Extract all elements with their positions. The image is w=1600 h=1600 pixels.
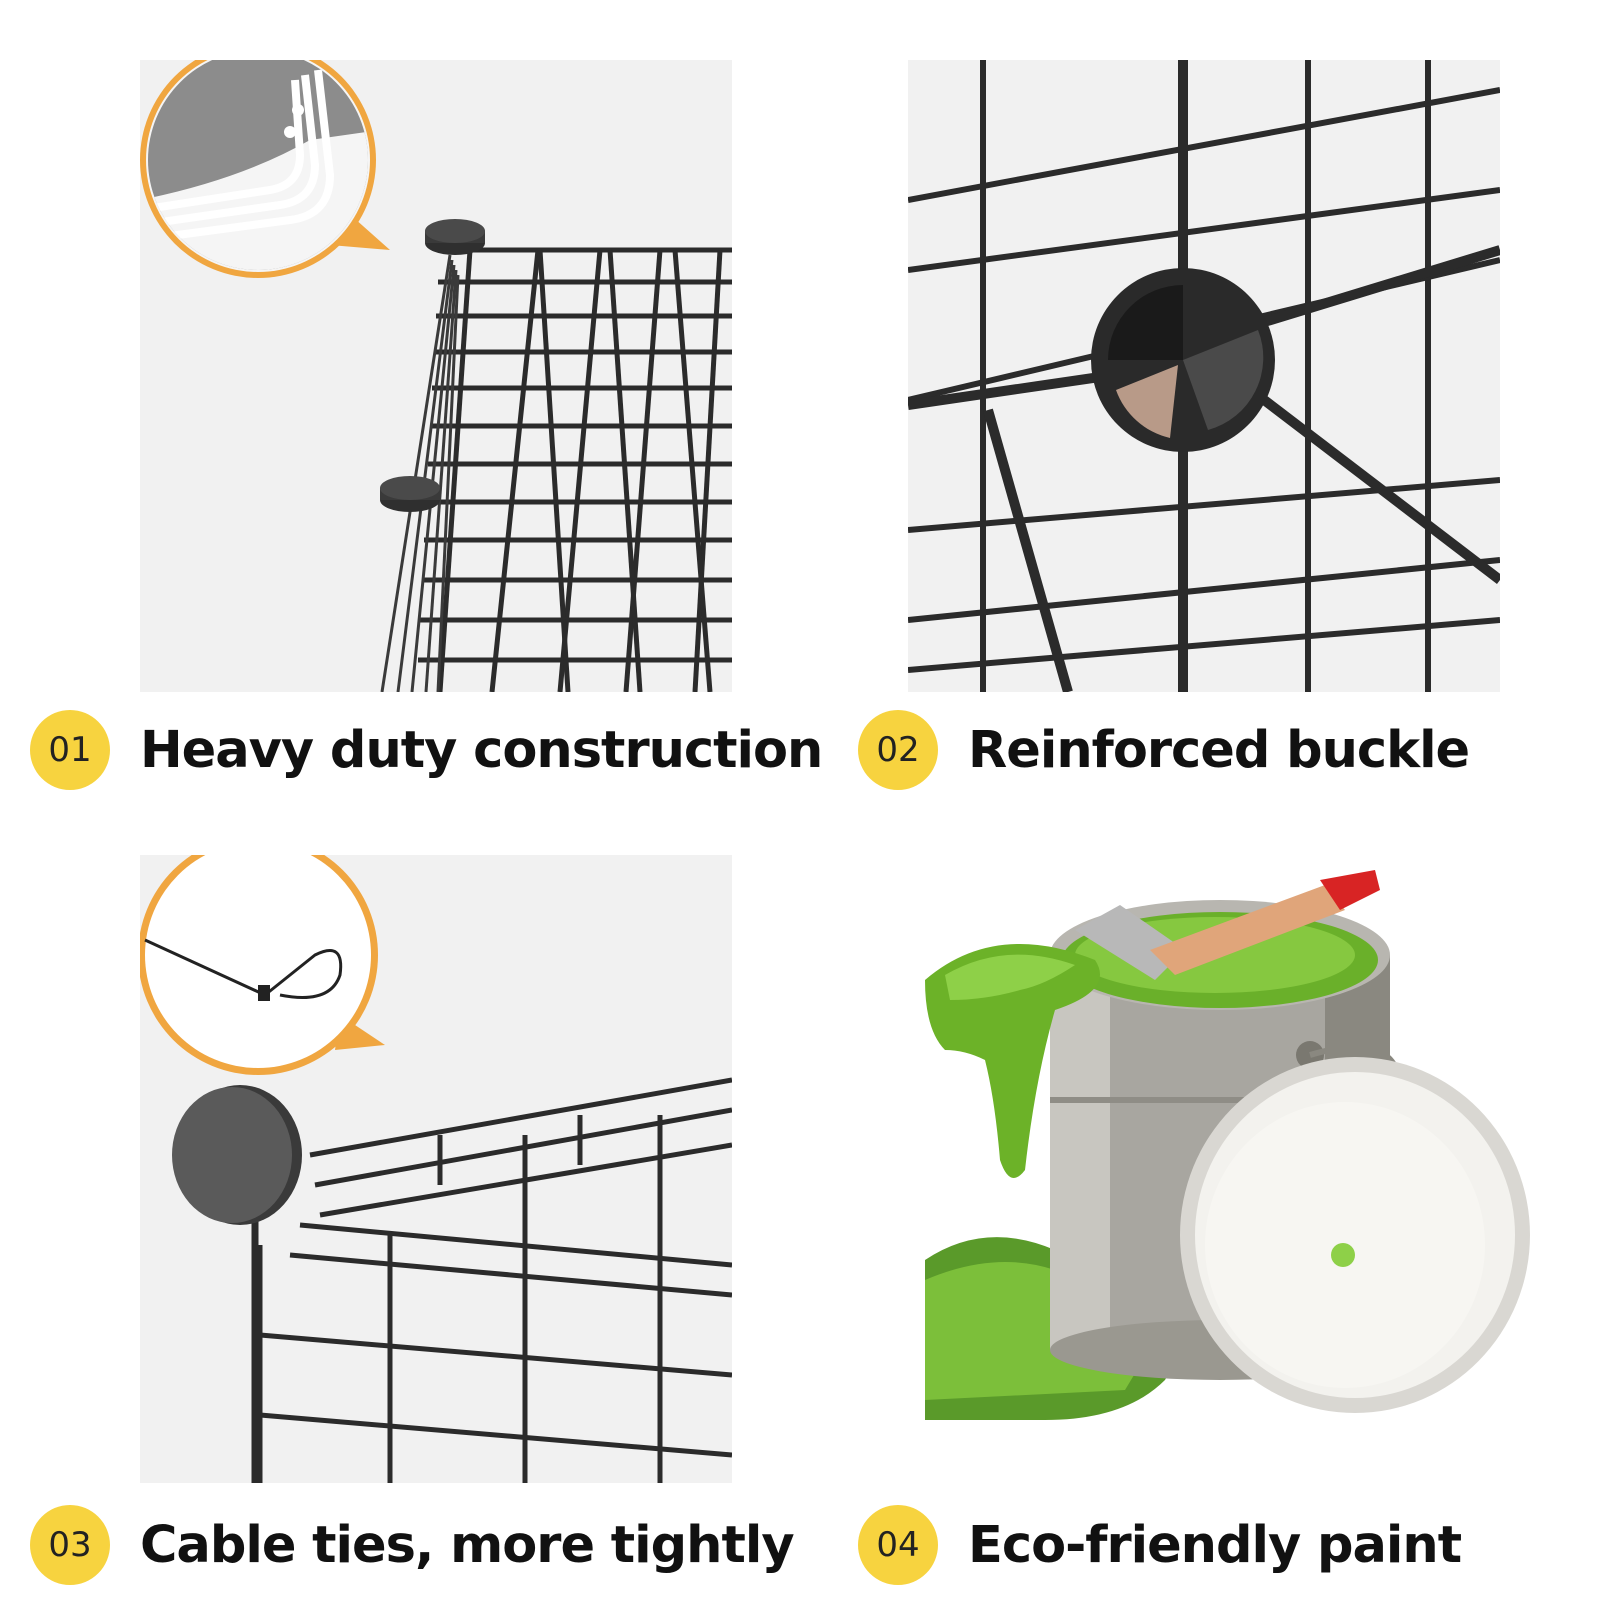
feature-number: 03 <box>48 1525 92 1565</box>
feature-image-cable-ties <box>140 855 732 1483</box>
feature-caption-4: 04 Eco-friendly paint <box>858 1500 1462 1590</box>
callout-bubble <box>140 60 390 278</box>
feature-image-heavy-duty <box>140 60 732 692</box>
feature-number-badge: 02 <box>858 710 938 790</box>
feature-number-badge: 04 <box>858 1505 938 1585</box>
feature-number: 01 <box>48 730 92 770</box>
feature-image-paint <box>925 860 1550 1480</box>
feature-label: Cable ties, more tightly <box>140 1515 795 1575</box>
feature-label: Eco-friendly paint <box>968 1515 1462 1575</box>
callout-bubble <box>140 855 385 1075</box>
feature-caption-3: 03 Cable ties, more tightly <box>30 1500 795 1590</box>
feature-number: 04 <box>876 1525 920 1565</box>
buckle-connector <box>1091 268 1275 452</box>
paint-can-lid <box>1180 1057 1530 1413</box>
feature-number-badge: 03 <box>30 1505 110 1585</box>
feature-caption-2: 02 Reinforced buckle <box>858 705 1470 795</box>
wire-panel-corner-icon <box>140 60 732 692</box>
feature-number-badge: 01 <box>30 710 110 790</box>
feature-number: 02 <box>876 730 920 770</box>
paint-can-icon <box>925 870 1530 1420</box>
corner-connector <box>172 1085 302 1225</box>
cable-tie-icon <box>140 855 732 1483</box>
feature-image-buckle <box>908 60 1500 692</box>
paint-brush <box>1075 870 1380 980</box>
feature-label: Reinforced buckle <box>968 720 1470 780</box>
feature-caption-1: 01 Heavy duty construction <box>30 705 823 795</box>
feature-label: Heavy duty construction <box>140 720 823 780</box>
connector-buckle-icon <box>908 60 1500 692</box>
